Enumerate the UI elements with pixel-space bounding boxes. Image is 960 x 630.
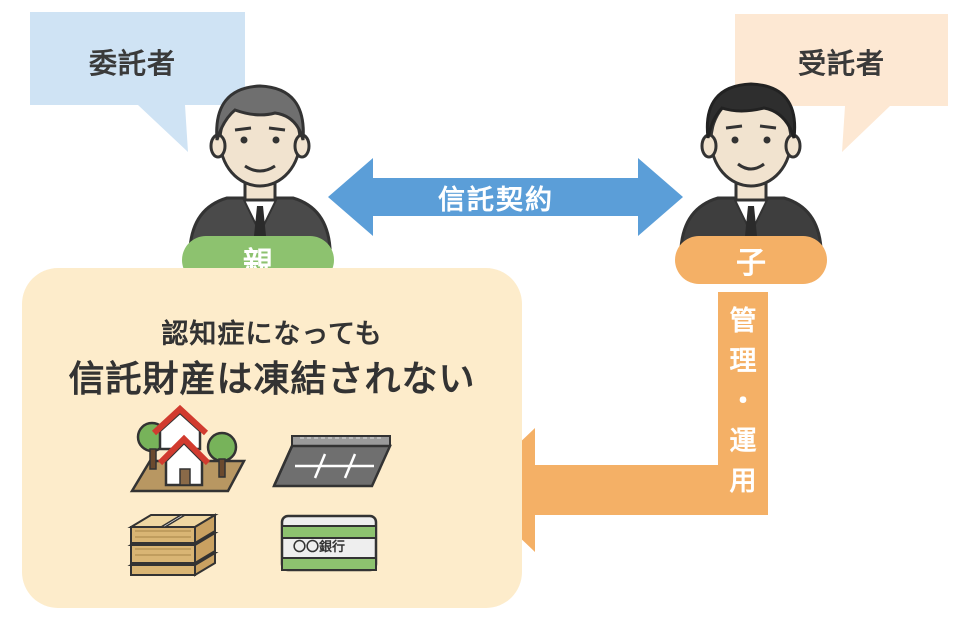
- management-label: 管 理 ・ 運 用: [729, 306, 757, 497]
- entruster-label: 委託者: [89, 47, 177, 80]
- parent-person-icon: [188, 84, 332, 250]
- panel-subtitle: 認知症になっても: [161, 319, 383, 350]
- parking-lot-icon: [272, 435, 392, 488]
- bankbook-icon: [280, 514, 378, 572]
- contract-label: 信託契約: [438, 185, 554, 216]
- panel-title: 信託財産は凍結されない: [68, 359, 476, 400]
- child-pill: 子: [675, 236, 827, 284]
- bankbook-label: 〇〇銀行: [293, 540, 346, 555]
- child-person-icon: [679, 82, 823, 250]
- house-icon: [129, 404, 247, 493]
- trustee-label: 受託者: [798, 47, 886, 80]
- trust-assets-panel: 認知症になっても 信託財産は凍結されない: [22, 268, 522, 608]
- cash-bundle-icon: [127, 513, 219, 577]
